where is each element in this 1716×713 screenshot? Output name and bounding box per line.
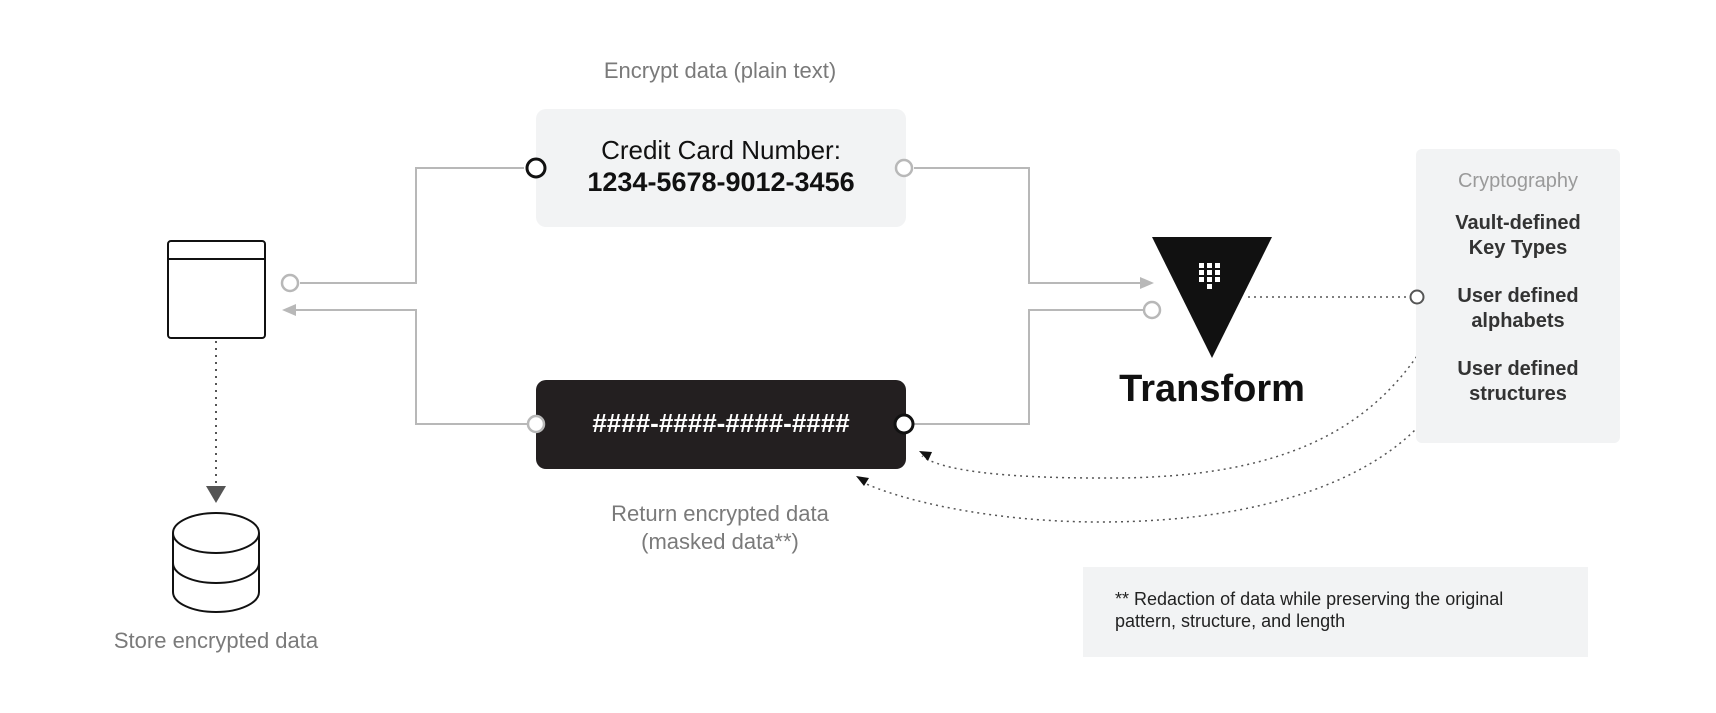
masked-number: ####-####-####-####: [592, 408, 850, 438]
arrow-to-transform: [1140, 277, 1154, 289]
transform-port-out: [1142, 300, 1162, 320]
footnote-line1: ** Redaction of data while preserving th…: [1115, 589, 1504, 609]
arrow-structures-to-output: [856, 476, 869, 486]
input-port-out: [894, 158, 914, 178]
cryptography-panel: Cryptography Vault-defined Key Types Use…: [1416, 149, 1620, 443]
encrypt-data-label: Encrypt data (plain text): [603, 58, 837, 83]
cryptography-title: Cryptography: [1457, 170, 1579, 192]
footnote-text: ** Redaction of data while preserving th…: [1115, 588, 1588, 632]
crypto-item-line: User defined: [1457, 285, 1579, 307]
app-port-out: [280, 273, 300, 293]
curve-alphabets-to-output: [921, 309, 1445, 479]
crypto-item-line: structures: [1469, 383, 1567, 405]
crypto-item-structures: User defined structures: [1416, 357, 1620, 407]
database-icon: [172, 512, 260, 613]
app-window-icon: [167, 240, 266, 339]
plaintext-card: Credit Card Number: 1234-5678-9012-3456: [536, 109, 906, 227]
arrow-alphabets-to-output: [919, 451, 932, 461]
crypto-item-line: User defined: [1457, 358, 1579, 380]
return-label-line2: (masked data**): [641, 529, 799, 554]
masked-data-card: ####-####-####-####: [536, 380, 906, 469]
connector-input-to-transform: [914, 167, 1140, 284]
card-number: 1234-5678-9012-3456: [587, 167, 855, 197]
card-title: Credit Card Number:: [601, 135, 841, 165]
vault-logo-icon: [1152, 237, 1272, 358]
return-data-label: Return encrypted data (masked data**): [560, 500, 880, 556]
connector-transform-to-output: [914, 309, 1145, 425]
connector-app-to-input: [300, 167, 524, 284]
return-label-line1: Return encrypted data: [611, 501, 829, 526]
store-data-label: Store encrypted data: [113, 628, 319, 653]
crypto-item-line: alphabets: [1471, 310, 1565, 332]
output-port-out: [526, 414, 546, 434]
footnote-line2: pattern, structure, and length: [1115, 611, 1346, 631]
crypto-item-alphabets: User defined alphabets: [1416, 284, 1620, 334]
crypto-item-line: Key Types: [1468, 237, 1568, 259]
connector-output-to-app: [296, 309, 530, 425]
crypto-item-key-types: Vault-defined Key Types: [1416, 211, 1620, 261]
output-port-in: [893, 413, 915, 435]
crypto-port: [1409, 289, 1425, 305]
arrow-to-db: [206, 486, 226, 503]
footnote-box: ** Redaction of data while preserving th…: [1083, 567, 1588, 657]
arrow-to-app: [282, 304, 296, 316]
vault-keypad-icon: [1199, 263, 1220, 289]
crypto-item-line: Vault-defined: [1455, 212, 1581, 234]
transform-label: Transform: [1119, 368, 1305, 410]
input-port-in: [525, 157, 547, 179]
